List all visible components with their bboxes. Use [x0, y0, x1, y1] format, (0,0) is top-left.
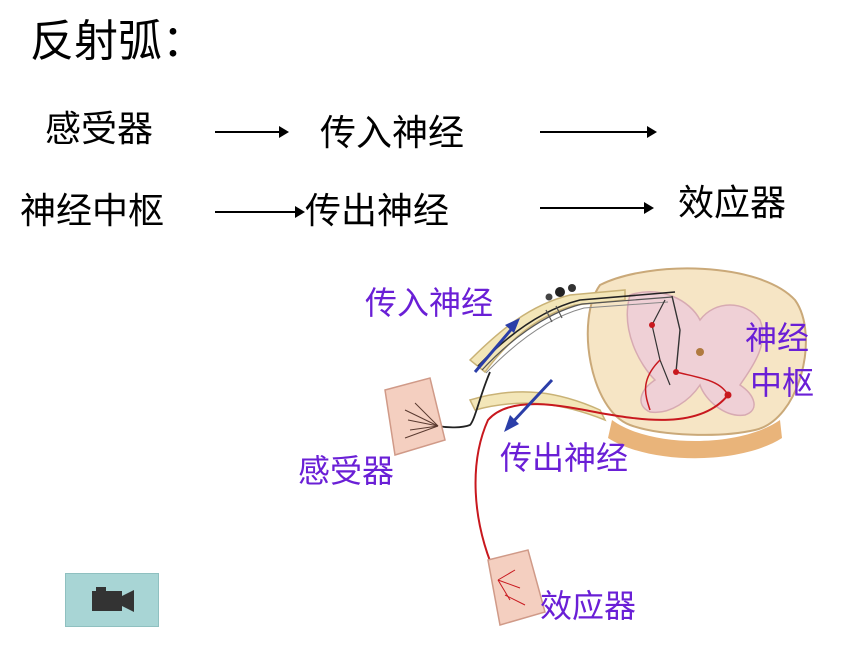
- efferent-bundle: [437, 371, 729, 581]
- flow-nerve-center: 神经中枢: [20, 191, 165, 232]
- label-afferent-nerve: 传入神经: [365, 284, 494, 322]
- flow-arrow-1: [215, 126, 289, 138]
- label-nerve-center-1: 神经: [745, 319, 810, 357]
- spinal-cord-section: [586, 267, 807, 459]
- flow-effector: 效应器: [678, 183, 787, 224]
- video-play-button[interactable]: [65, 573, 159, 627]
- video-camera-icon: [92, 587, 134, 612]
- flow-receptor: 感受器: [45, 109, 154, 150]
- page-title: 反射弧：: [30, 16, 206, 67]
- label-effector: 效应器: [540, 587, 637, 625]
- label-receptor: 感受器: [298, 452, 395, 490]
- flow-afferent-nerve: 传入神经: [320, 113, 465, 154]
- flow-arrow-2: [540, 126, 657, 138]
- flow-efferent-nerve: 传出神经: [305, 191, 450, 232]
- flow-arrow-4: [540, 202, 654, 214]
- effector-tissue: [487, 549, 546, 626]
- receptor-tissue: [384, 377, 446, 456]
- efferent-direction-arrow: [504, 378, 554, 432]
- label-nerve-center-2: 中枢: [750, 364, 815, 402]
- label-efferent-nerve: 传出神经: [500, 439, 629, 477]
- afferent-direction-arrow: [473, 318, 520, 373]
- flow-arrow-3: [215, 206, 305, 218]
- interneurons: [644, 295, 732, 411]
